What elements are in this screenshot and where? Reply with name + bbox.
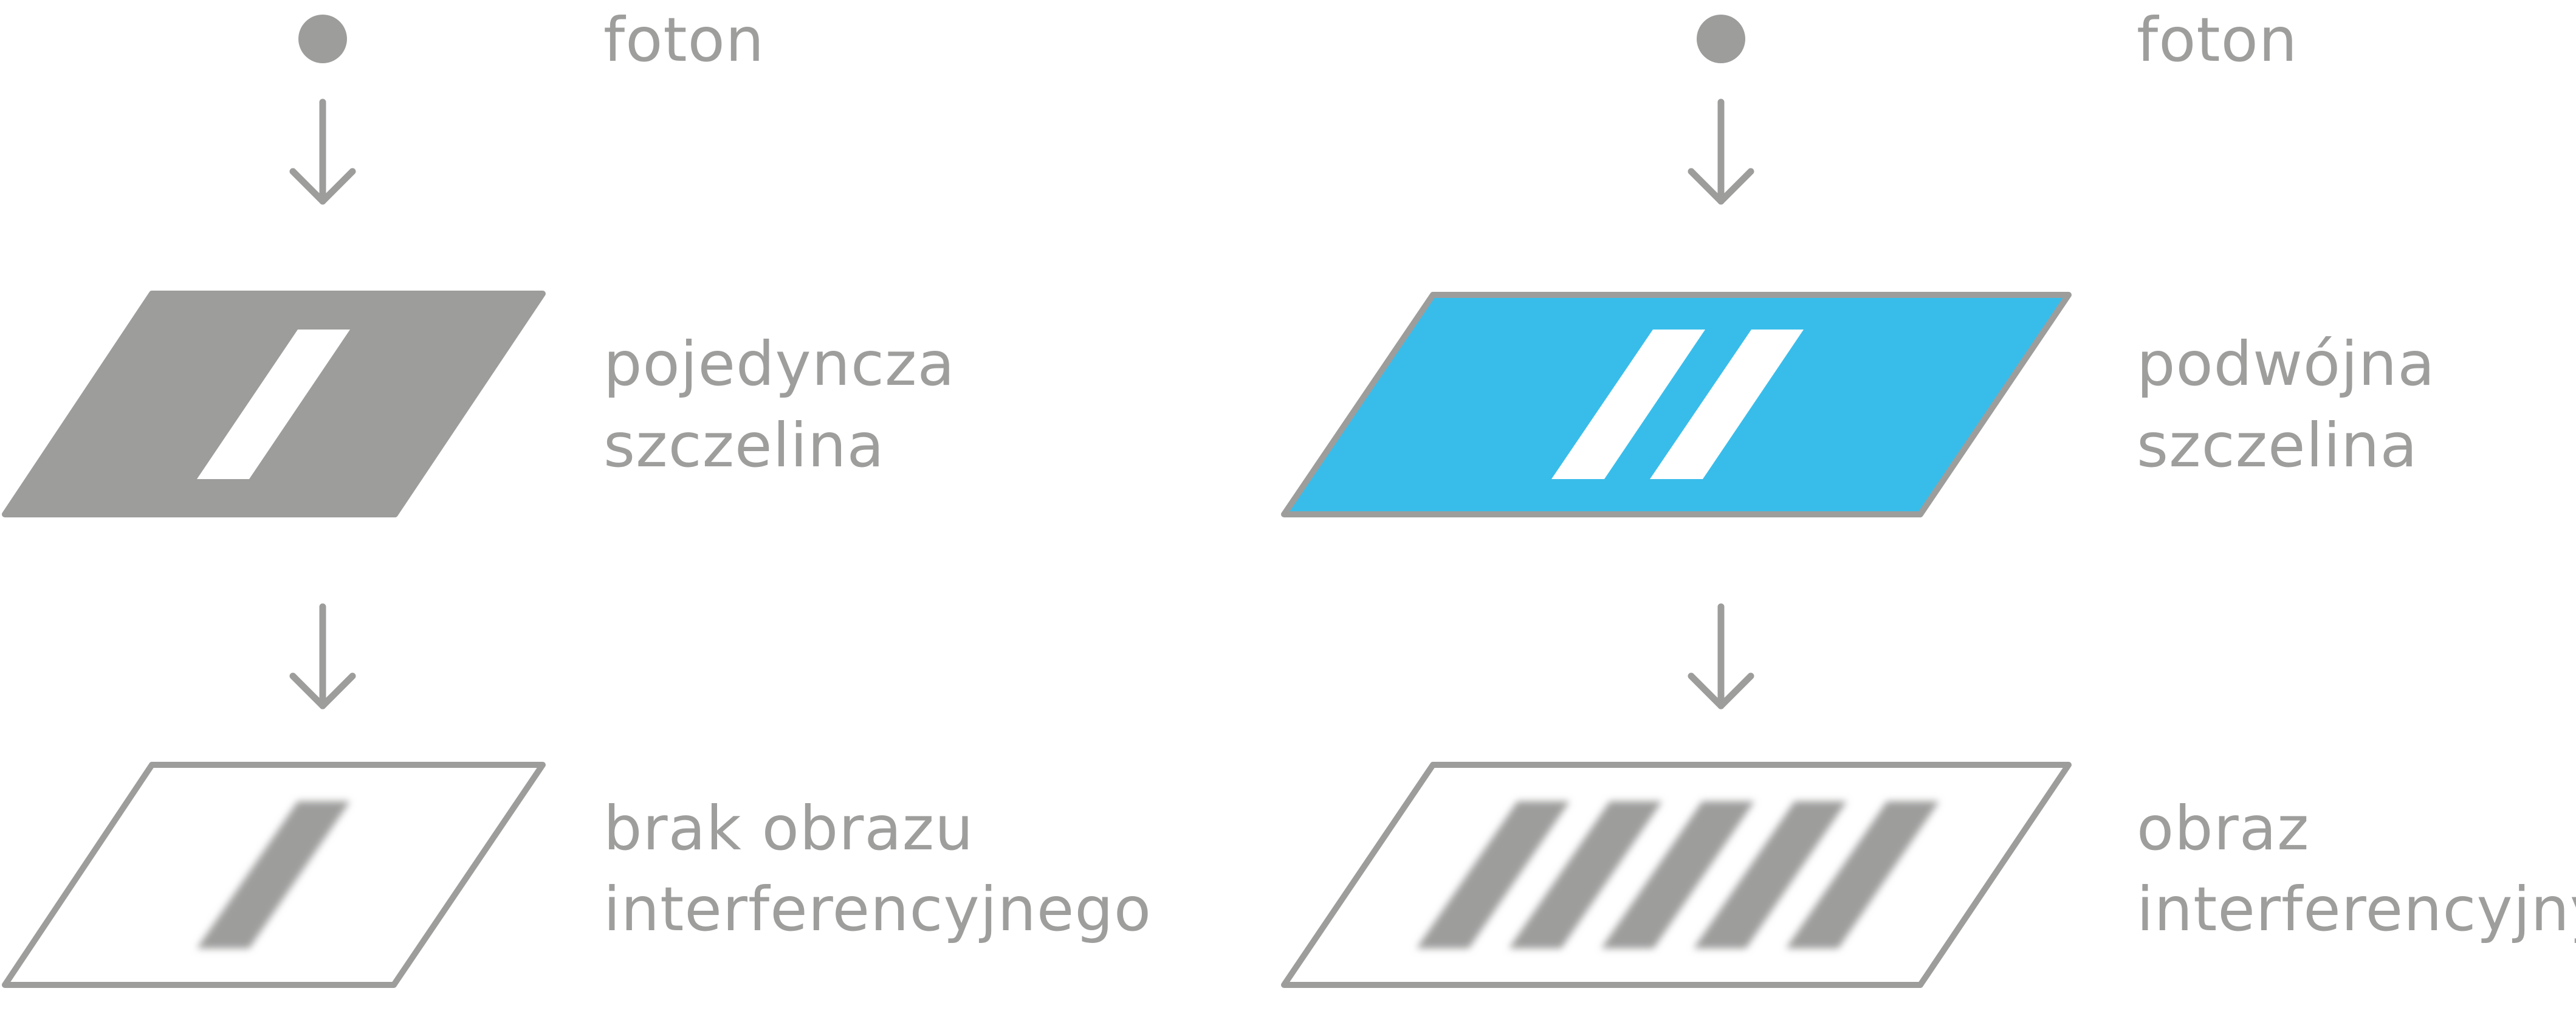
interference-band-2 [1509,801,1662,948]
left-result-label-line1: brak obrazu [603,793,974,864]
interference-band-4 [1694,801,1847,948]
left-photon-dot [298,15,347,63]
right-slit-label-line2: szczelina [2137,410,2418,481]
right-arrow-down-icon-2 [1688,603,1754,710]
left-arrow-down-icon [289,98,356,205]
left-arrow-down-icon-2 [289,603,356,710]
double-slit-opening-1 [1551,330,1705,479]
double-slit-panel [1281,292,2072,517]
right-result-label-line1: obraz [2137,793,2310,864]
interference-band-5 [1786,801,1939,948]
left-slit-label-line1: pojedyncza [603,328,955,399]
right-photon-dot [1697,15,1745,63]
single-band [197,801,350,948]
right-result-label-line2: interferencyjny [2137,874,2576,945]
right-slit-label-line1: podwójna [2137,328,2436,399]
left-slit-label-line2: szczelina [603,410,885,481]
interference-band-3 [1601,801,1754,948]
right-column: foton podwójna szczelina obraz interfere… [1281,4,2576,988]
single-slit-opening [197,330,350,479]
double-slit-opening-2 [1650,330,1804,479]
right-arrow-down-icon [1688,98,1754,205]
interference-bands [1417,801,1939,948]
left-result-label-line2: interferencyjnego [603,874,1152,945]
interference-band-1 [1417,801,1570,948]
left-column: foton pojedyncza szczelina brak obrazu i… [2,4,1152,988]
right-photon-label: foton [2137,4,2298,75]
left-photon-label: foton [603,4,764,75]
